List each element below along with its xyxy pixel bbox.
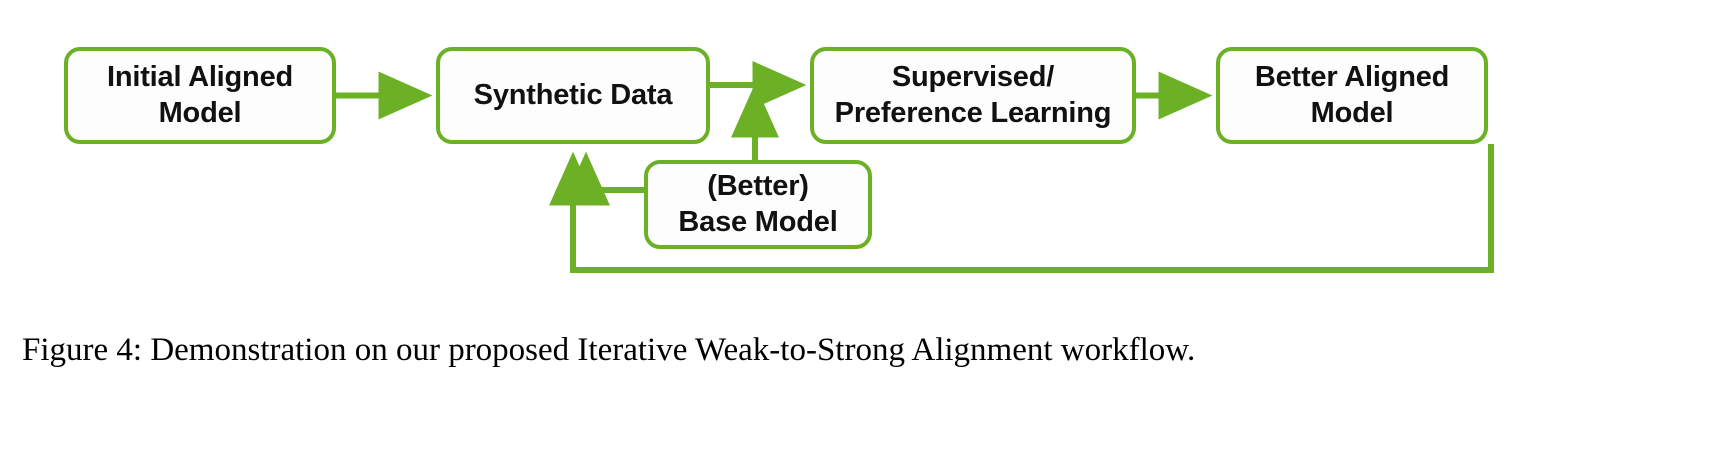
figure-caption: Figure 4: Demonstration on our proposed … [22, 332, 1196, 368]
node-better-base-model-label: (Better) Base Model [678, 170, 838, 238]
node-better-aligned-model-label: Better Aligned Model [1254, 61, 1450, 129]
edge-basemodel-to-synthetic [562, 151, 644, 206]
edge-better-aligned-feedback-loop [549, 144, 1494, 273]
workflow-diagram: Initial Aligned Model Synthetic Data Sup… [64, 47, 1494, 273]
node-better-aligned-model[interactable]: Better Aligned Model [1216, 47, 1488, 144]
node-initial-aligned-model-label: Initial Aligned Model [106, 61, 294, 129]
node-synthetic-data-label: Synthetic Data [473, 78, 673, 111]
diagram-edges [336, 61, 1494, 273]
node-better-base-model[interactable]: (Better) Base Model [644, 160, 872, 249]
node-synthetic-data[interactable]: Synthetic Data [436, 47, 710, 144]
node-initial-aligned-model[interactable]: Initial Aligned Model [64, 47, 336, 144]
node-supervised-preference-learning[interactable]: Supervised/ Preference Learning [810, 47, 1136, 144]
node-supervised-preference-learning-label: Supervised/ Preference Learning [834, 61, 1112, 129]
